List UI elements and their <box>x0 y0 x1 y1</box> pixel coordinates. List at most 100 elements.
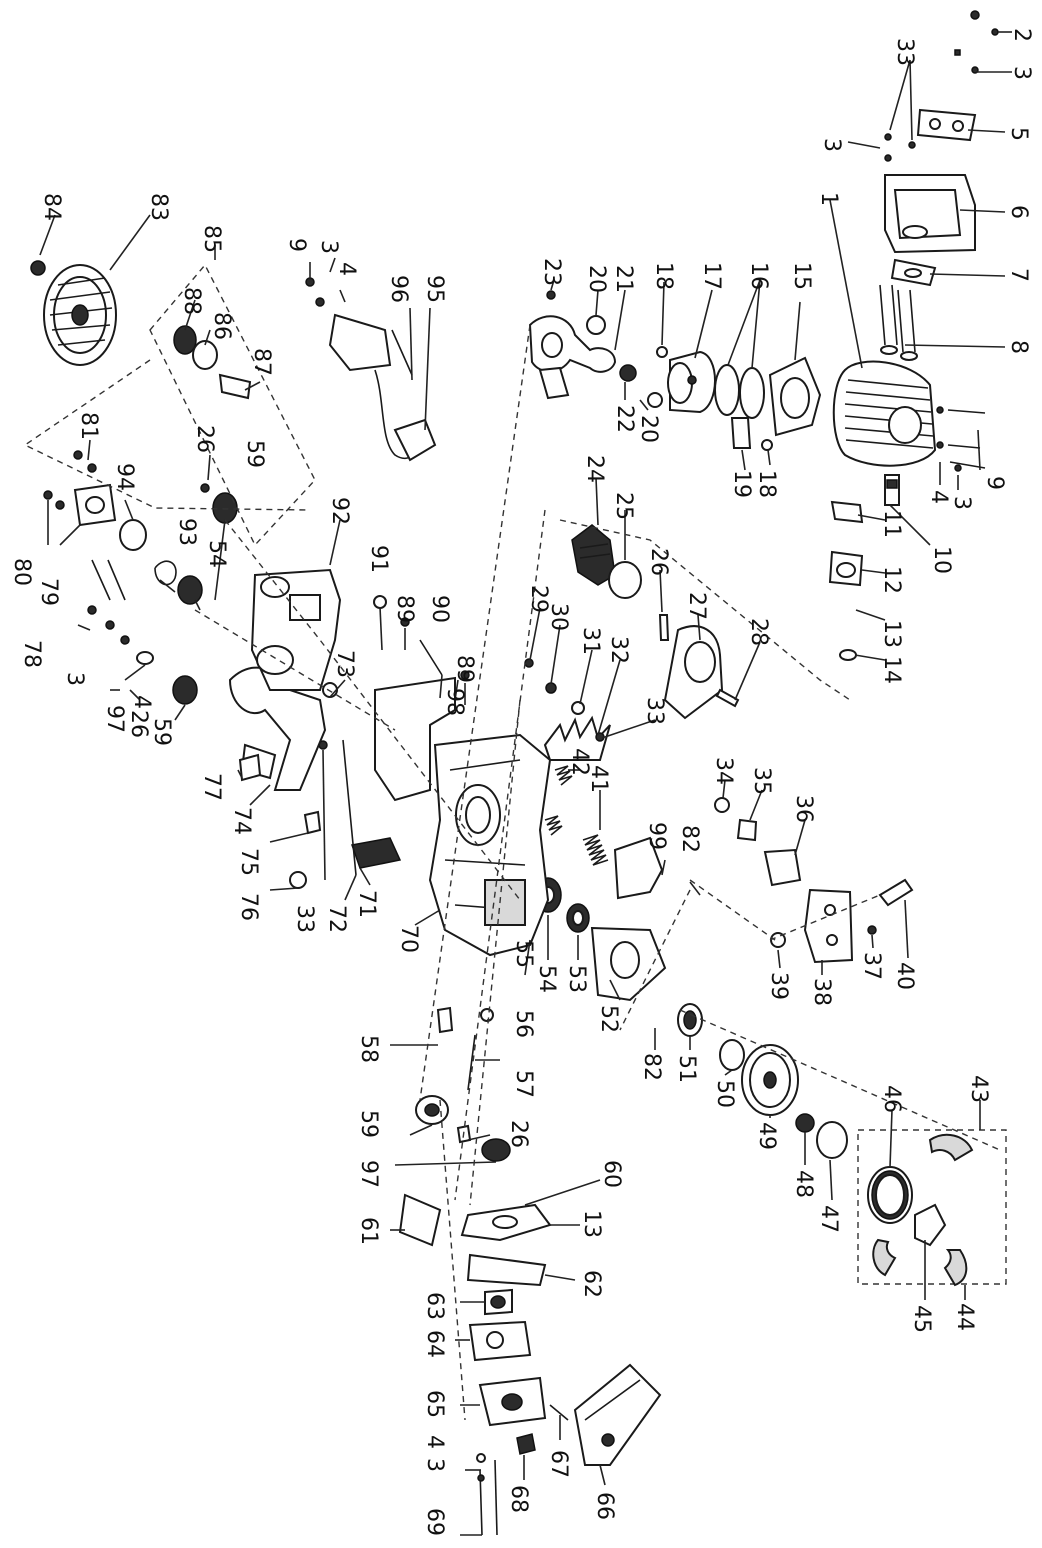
bolt-part <box>658 614 670 641</box>
label-60: 60 <box>599 1160 624 1188</box>
anti-vibration-spring-part <box>351 837 402 869</box>
long-bolts-part <box>879 284 918 361</box>
label-69: 69 <box>422 1508 447 1536</box>
label-18: 18 <box>754 470 779 498</box>
air-filter-base-part <box>478 1376 547 1427</box>
label-9: 9 <box>982 476 1007 490</box>
seal-ring-part <box>608 561 642 599</box>
label-92: 92 <box>327 497 352 525</box>
throttle-spring-part <box>303 810 322 835</box>
label-82: 82 <box>677 825 702 853</box>
oil-pump-body-part <box>803 888 854 964</box>
circlip-part <box>656 346 668 358</box>
label-42: 42 <box>567 748 592 776</box>
label-35: 35 <box>749 767 774 795</box>
label-65: 65 <box>422 1390 447 1418</box>
seal-ring-part-2 <box>481 1138 511 1162</box>
label-49: 49 <box>754 1122 779 1150</box>
clutch-washer-part <box>816 1121 848 1159</box>
label-59: 59 <box>242 440 267 468</box>
stud-part <box>549 1404 569 1421</box>
cylinder-cover-part <box>884 174 976 254</box>
label-77: 77 <box>199 773 224 801</box>
label-72: 72 <box>324 905 349 933</box>
part-illustrations <box>30 10 1007 1536</box>
intake-gasket-part <box>890 258 937 287</box>
leader-lines <box>39 31 1012 1536</box>
washer-part-4 <box>476 1453 486 1463</box>
crankshaft-part <box>528 315 617 400</box>
label-18: 18 <box>651 262 676 290</box>
intake-gasket-part-2 <box>466 1253 547 1287</box>
label-16: 16 <box>746 262 771 290</box>
label-26: 26 <box>126 710 151 738</box>
circlip-part-2 <box>761 439 773 451</box>
label-33: 33 <box>292 905 317 933</box>
label-17: 17 <box>699 262 724 290</box>
label-63: 63 <box>422 1292 447 1320</box>
label-89: 89 <box>452 655 477 683</box>
clutch-drum-part <box>741 1044 799 1116</box>
label-83: 83 <box>146 193 171 221</box>
label-53: 53 <box>564 965 589 993</box>
label-36: 36 <box>791 795 816 823</box>
label-15: 15 <box>789 262 814 290</box>
label-48: 48 <box>791 1170 816 1198</box>
label-73: 73 <box>332 650 357 678</box>
wire-part <box>391 329 413 376</box>
cylinder-part <box>832 360 937 467</box>
label-87: 87 <box>249 348 274 376</box>
label-46: 46 <box>879 1085 904 1113</box>
label-28: 28 <box>746 618 771 646</box>
heat-shield-part <box>398 1193 442 1247</box>
label-9: 9 <box>284 238 309 252</box>
nut-part-2 <box>480 1008 494 1022</box>
callout-labels: 2 3 33 5 3 6 1 7 8 9 3 4 10 11 12 13 14 … <box>9 28 1034 1536</box>
piston-ring-part-2 <box>739 367 765 419</box>
label-39: 39 <box>766 972 791 1000</box>
screw-part <box>715 688 740 708</box>
label-4: 4 <box>334 262 359 276</box>
label-55: 55 <box>511 940 536 968</box>
sprocket-part <box>719 1039 745 1071</box>
label-98: 98 <box>442 688 467 716</box>
screw-part-6 <box>315 297 325 307</box>
label-1: 1 <box>816 192 841 206</box>
worm-gear-part <box>736 818 758 842</box>
needle-bearing-part-2 <box>795 1113 815 1133</box>
label-54: 54 <box>534 965 559 993</box>
bracket-plate-part <box>73 483 117 527</box>
label-57: 57 <box>511 1070 536 1098</box>
air-filter-element-part <box>516 1433 536 1455</box>
label-91: 91 <box>366 545 391 573</box>
ignition-coil-part <box>328 313 437 462</box>
label-13: 13 <box>579 1210 604 1238</box>
label-80: 80 <box>9 558 34 586</box>
screw-part-2 <box>867 925 877 935</box>
bolt-part-4 <box>494 1459 498 1536</box>
trigger-lock-part <box>238 753 262 782</box>
label-56: 56 <box>511 1010 536 1038</box>
label-95: 95 <box>422 275 447 303</box>
label-59: 59 <box>149 718 174 746</box>
label-29: 29 <box>526 585 551 613</box>
label-5: 5 <box>1006 127 1031 141</box>
label-45: 45 <box>909 1305 934 1333</box>
label-12: 12 <box>879 566 904 594</box>
label-89: 89 <box>392 595 417 623</box>
label-43: 43 <box>966 1075 991 1103</box>
label-6: 6 <box>1006 205 1031 219</box>
label-51: 51 <box>674 1055 699 1083</box>
washer-part-3 <box>136 651 154 665</box>
label-85: 85 <box>199 225 224 253</box>
side-cover-part <box>590 926 667 1002</box>
damper-part <box>212 492 238 524</box>
screw-part-3 <box>400 617 410 627</box>
throttle-knob-part <box>289 871 307 889</box>
nut-part-5 <box>991 28 999 36</box>
label-3: 3 <box>316 240 341 254</box>
label-76: 76 <box>236 893 261 921</box>
cylinder-gasket-part <box>768 356 822 437</box>
long-bolt-part <box>467 1034 476 1091</box>
